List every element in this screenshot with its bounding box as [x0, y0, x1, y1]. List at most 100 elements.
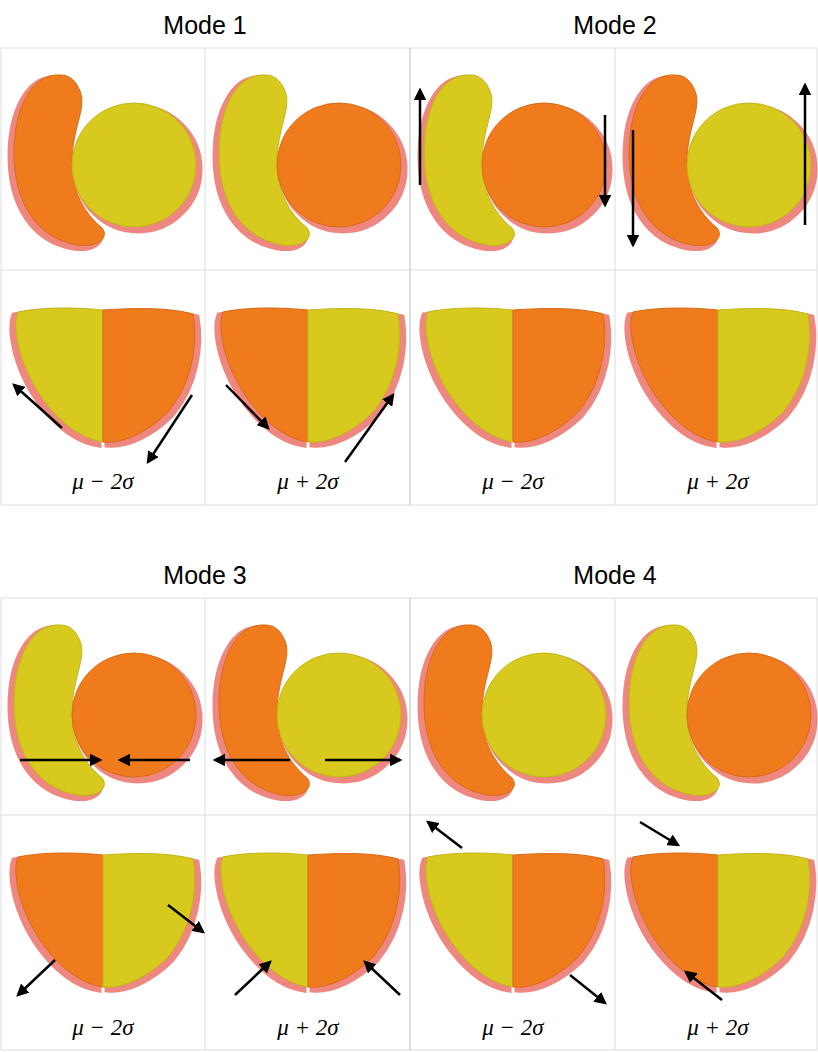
- heart-figure: [627, 822, 814, 1000]
- std-label: μ − 2σ: [482, 469, 543, 495]
- shape-yellow: [687, 103, 811, 227]
- std-label: μ + 2σ: [687, 469, 748, 495]
- direction-arrow: [148, 395, 192, 462]
- std-label: μ + 2σ: [277, 469, 338, 495]
- ventricles: [215, 75, 405, 249]
- direction-arrow: [632, 130, 635, 245]
- ventricles: [217, 853, 404, 990]
- heart-figure: [625, 625, 815, 799]
- direction-arrow: [365, 962, 400, 995]
- ventricles: [12, 308, 199, 445]
- heart-figure: [217, 308, 404, 462]
- mode-title: Mode 4: [573, 561, 656, 590]
- panel-grid: [1, 48, 817, 1050]
- grid-line: [1, 598, 817, 599]
- std-label: μ + 2σ: [687, 1015, 748, 1041]
- grid-line: [205, 48, 206, 505]
- heart-figure: [215, 75, 405, 249]
- shape-yellow: [718, 854, 810, 988]
- grid-line: [410, 48, 411, 505]
- direction-arrow: [345, 395, 393, 462]
- heart-figure: [215, 625, 405, 799]
- mode-title: Mode 3: [163, 561, 246, 590]
- shape-yellow: [513, 309, 605, 443]
- grid-line: [615, 48, 616, 505]
- std-label: μ − 2σ: [72, 469, 133, 495]
- shape-yellow: [103, 309, 195, 443]
- ventricles: [10, 625, 200, 799]
- heart-figure: [420, 75, 610, 249]
- shape-yellow: [103, 854, 195, 988]
- shape-yellow: [687, 653, 811, 777]
- grid-line: [1, 270, 817, 271]
- shape-yellow: [482, 103, 606, 227]
- direction-arrow: [325, 759, 400, 762]
- std-label: μ − 2σ: [482, 1015, 543, 1041]
- direction-arrow: [18, 960, 55, 995]
- shape-yellow: [308, 854, 400, 988]
- grid-line: [1, 815, 817, 816]
- direction-arrow: [640, 822, 678, 845]
- grid-line: [1, 1050, 817, 1051]
- shape-yellow: [482, 653, 606, 777]
- grid-line: [615, 598, 616, 1050]
- heart-figure: [10, 625, 200, 799]
- shape-yellow: [72, 653, 196, 777]
- ventricles: [420, 625, 610, 799]
- direction-arrow: [604, 115, 607, 205]
- heart-figure: [422, 822, 609, 1003]
- ventricles: [10, 75, 200, 249]
- grid-line: [1, 598, 2, 1050]
- shape-yellow: [16, 853, 103, 987]
- direction-arrow: [804, 85, 807, 225]
- direction-arrow: [215, 759, 290, 762]
- grid-line: [1, 505, 817, 506]
- ventricles: [215, 625, 405, 799]
- shape-yellow: [277, 103, 401, 227]
- direction-arrow: [570, 975, 605, 1003]
- grid-line: [1, 48, 2, 505]
- grid-line: [205, 598, 206, 1050]
- direction-arrow: [226, 385, 268, 428]
- shape-yellow: [631, 308, 718, 442]
- direction-arrow: [419, 90, 422, 185]
- shape-yellow: [221, 308, 308, 442]
- heart-figure: [10, 75, 200, 249]
- heart-figure: [12, 853, 203, 995]
- heart-figure: [12, 308, 199, 462]
- shape-yellow: [426, 853, 513, 987]
- ventricles: [627, 853, 814, 990]
- ventricles: [217, 308, 404, 445]
- heart-figure: [625, 75, 815, 249]
- mode-title: Mode 2: [573, 11, 656, 40]
- direction-arrow: [20, 759, 100, 762]
- shape-yellow: [72, 103, 196, 227]
- direction-arrow: [686, 972, 722, 1000]
- heart-figure: [217, 853, 404, 995]
- direction-arrow: [428, 822, 462, 848]
- ventricles: [625, 75, 815, 249]
- direction-arrow: [168, 905, 203, 932]
- direction-arrow: [120, 759, 190, 762]
- direction-arrow: [14, 385, 62, 428]
- shape-yellow: [426, 308, 513, 442]
- ventricles: [625, 625, 815, 799]
- grid-line: [1, 48, 817, 49]
- std-label: μ + 2σ: [277, 1015, 338, 1041]
- heart-figure: [420, 625, 610, 799]
- direction-arrow: [235, 962, 270, 995]
- shape-yellow: [308, 309, 400, 443]
- ventricles: [627, 308, 814, 445]
- shape-yellow: [16, 308, 103, 442]
- grid-line: [410, 598, 411, 1050]
- shape-yellow: [277, 653, 401, 777]
- ventricles: [422, 853, 609, 990]
- ventricles: [420, 75, 610, 249]
- ventricles: [12, 853, 199, 990]
- mode-title: Mode 1: [163, 11, 246, 40]
- grid-line: [817, 48, 818, 505]
- shape-yellow: [631, 853, 718, 987]
- std-label: μ − 2σ: [72, 1015, 133, 1041]
- ventricles: [422, 308, 609, 445]
